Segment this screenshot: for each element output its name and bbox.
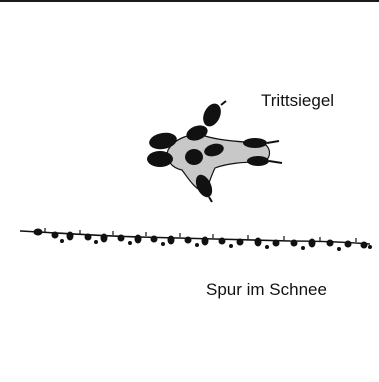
claw-bottom	[208, 196, 213, 203]
toe-bottom	[195, 174, 213, 198]
top-border	[0, 0, 379, 2]
claw-right-upper	[266, 140, 280, 144]
pad-left-lower	[147, 151, 173, 167]
pad-center	[186, 125, 208, 141]
toe-right-upper	[243, 138, 267, 148]
footprint-illustration	[147, 100, 283, 203]
trail-label: Spur im Schnee	[206, 280, 327, 299]
trail-illustration	[19, 228, 372, 251]
pad-inner	[204, 143, 224, 157]
claw-top	[220, 100, 227, 106]
pad-left-upper	[149, 132, 177, 150]
claw-right-lower	[268, 160, 283, 164]
toe-right-lower	[247, 156, 269, 166]
toe-top	[203, 103, 221, 127]
footprint-label: Trittsiegel	[261, 91, 335, 110]
pad-middle	[185, 149, 203, 165]
